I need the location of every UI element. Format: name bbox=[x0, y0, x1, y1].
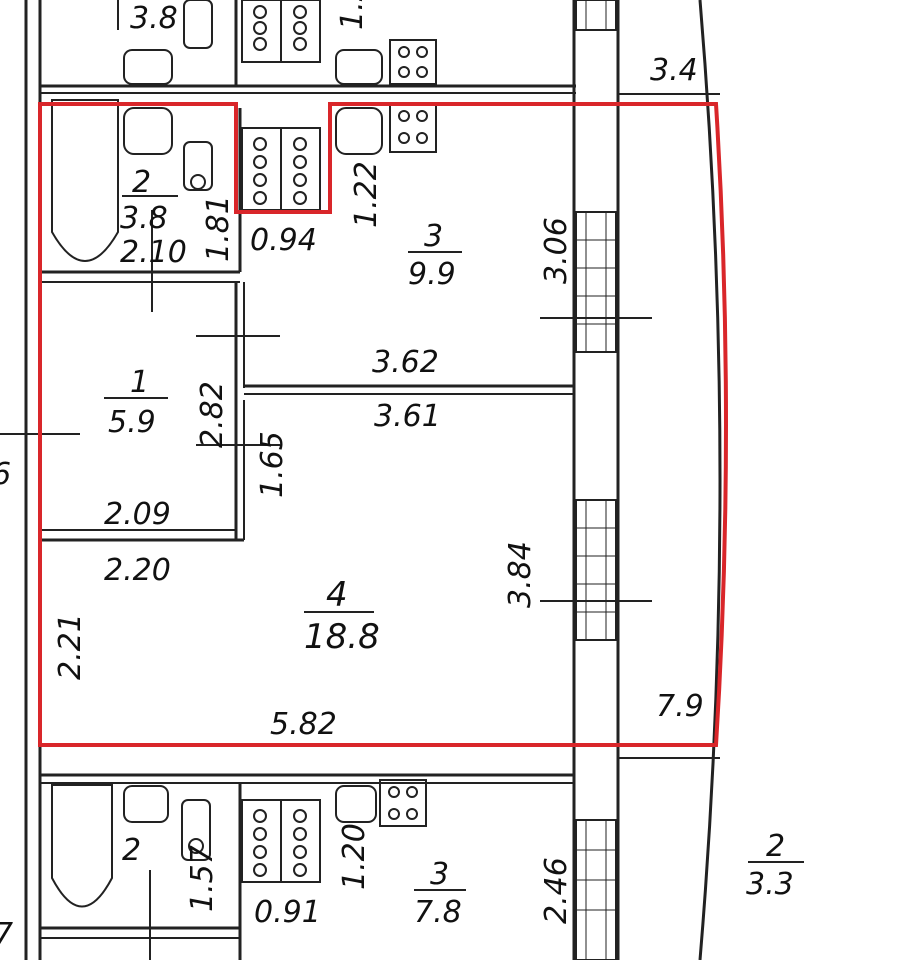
window-room bbox=[575, 499, 617, 641]
bottom-kitchen-side-label: 1.20 bbox=[337, 823, 372, 890]
hall-width-label: 2.09 bbox=[104, 497, 171, 532]
room-left-label: 2.21 bbox=[53, 613, 88, 680]
sink-icon bbox=[123, 49, 383, 823]
hall-opening-label: 1.65 bbox=[255, 431, 290, 498]
bath-height-label: 1.81 bbox=[201, 195, 236, 262]
toilet-icon bbox=[181, 0, 213, 861]
bottom-bath-number-label: 2 bbox=[122, 833, 141, 868]
shaft-width-label: 0.94 bbox=[250, 223, 317, 258]
left-edge-number: 6 bbox=[0, 457, 11, 492]
balcony-top-label: 3.4 bbox=[650, 53, 698, 88]
kitchen-window-dim-label: 3.06 bbox=[539, 217, 574, 284]
room-bottom-label: 5.82 bbox=[270, 707, 337, 742]
bottom-bath-height-label: 1.57 bbox=[185, 845, 220, 912]
room-window-dim-label: 3.84 bbox=[503, 541, 538, 608]
bottom-kitchen-area-label: 7.8 bbox=[414, 895, 462, 930]
hall-height-label: 2.82 bbox=[195, 381, 230, 448]
top-room-dim-label: 1.2 bbox=[335, 0, 370, 30]
room-area-label: 18.8 bbox=[304, 617, 380, 657]
bath-area-label: 3.8 bbox=[120, 201, 168, 236]
room-top-label: 3.61 bbox=[374, 399, 441, 434]
hall-area-label: 5.9 bbox=[108, 405, 156, 440]
bottom-kitchen-number-label: 3 bbox=[430, 857, 449, 892]
bottom-balcony-number-label: 2 bbox=[766, 829, 785, 864]
kitchen-wall-label: 3.62 bbox=[372, 345, 439, 380]
kitchen-side-label: 1.22 bbox=[349, 161, 384, 228]
bottom-shaft-width-label: 0.91 bbox=[254, 895, 321, 930]
kitchen-area-label: 9.9 bbox=[408, 257, 456, 292]
room-number-label: 4 bbox=[326, 575, 348, 615]
bottom-window-dim-label: 2.46 bbox=[539, 857, 574, 924]
window-kitchen bbox=[575, 211, 617, 353]
bottom-balcony-area-label: 3.3 bbox=[746, 867, 794, 902]
bottom-bathtub-icon bbox=[51, 784, 113, 908]
balcony-area-label: 7.9 bbox=[656, 689, 704, 724]
window-top bbox=[575, 0, 617, 31]
bathtub-icon bbox=[51, 99, 119, 262]
ventilation-shaft-icon bbox=[241, 0, 321, 883]
bath-number-label: 2 bbox=[132, 165, 151, 200]
apartment-outline bbox=[38, 102, 728, 747]
hall-number-label: 1 bbox=[130, 365, 149, 400]
bath-width-label: 2.10 bbox=[120, 235, 187, 270]
kitchen-number-label: 3 bbox=[424, 219, 443, 254]
bottom-left-number: 7 bbox=[0, 917, 13, 952]
top-room-area-label: 3.8 bbox=[130, 1, 178, 36]
walls bbox=[0, 0, 722, 960]
window-bottom bbox=[575, 819, 617, 960]
hall-bottom-label: 2.20 bbox=[104, 553, 171, 588]
